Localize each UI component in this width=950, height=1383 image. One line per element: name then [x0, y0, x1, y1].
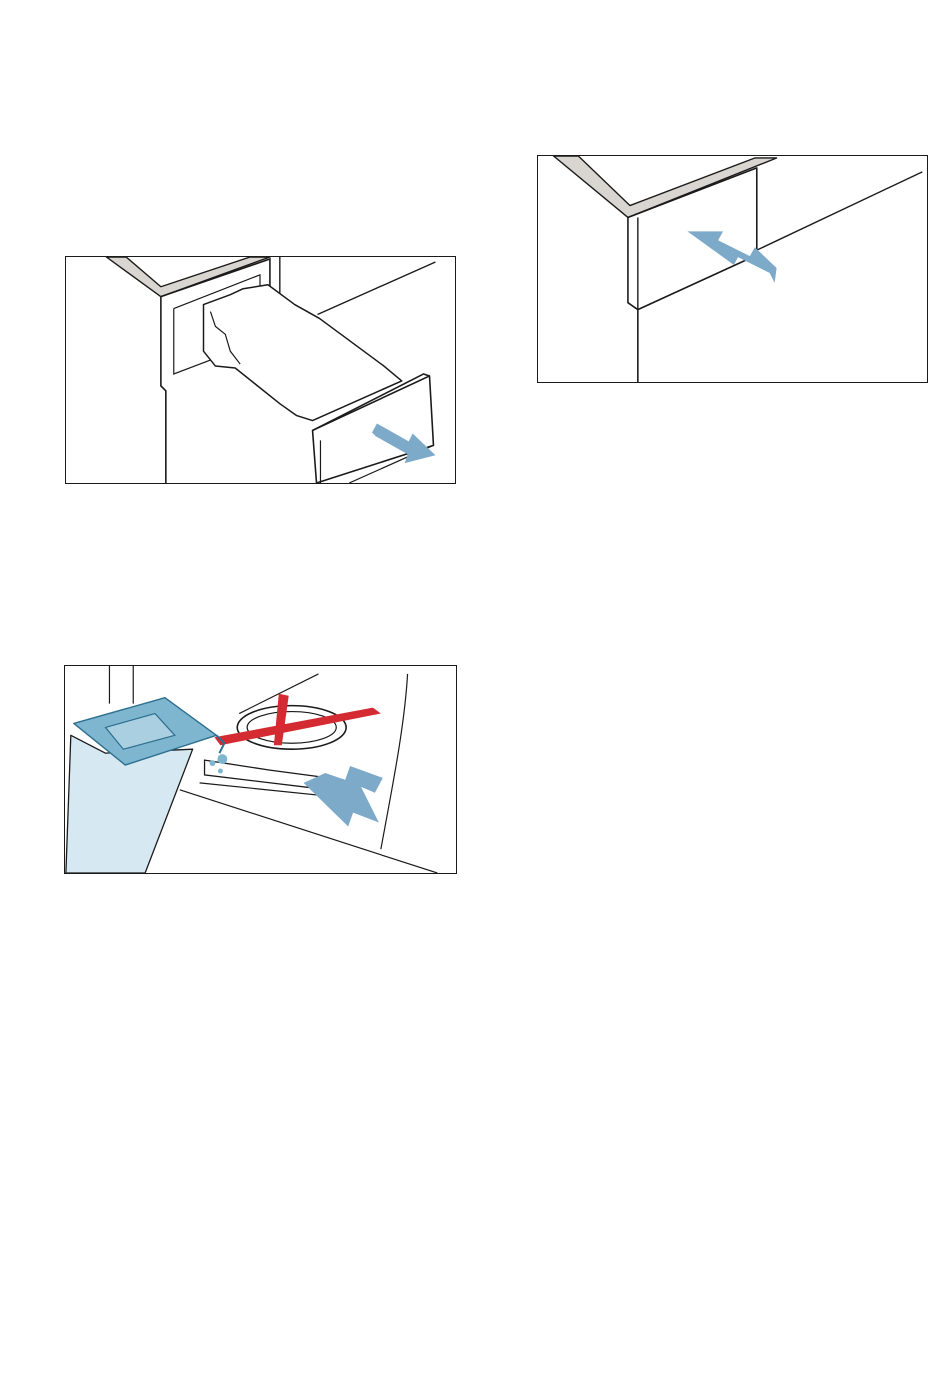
drawer-pull-out-illustration — [66, 257, 455, 483]
machine-curve-right — [381, 674, 408, 849]
drop — [218, 769, 223, 774]
figure-fill-compartment — [64, 665, 457, 874]
fill-compartment-illustration — [65, 666, 456, 873]
figure-drawer-push-in — [537, 155, 928, 383]
blue-arrow-insert — [304, 766, 383, 826]
drop — [217, 754, 227, 764]
cabinet-edge — [161, 297, 166, 483]
wall-line — [757, 172, 923, 250]
figure-drawer-pull-out — [65, 256, 456, 484]
drawer-push-in-illustration — [538, 156, 927, 382]
machine-base-line — [180, 790, 438, 873]
drop — [209, 760, 215, 766]
wall-line — [317, 262, 435, 315]
